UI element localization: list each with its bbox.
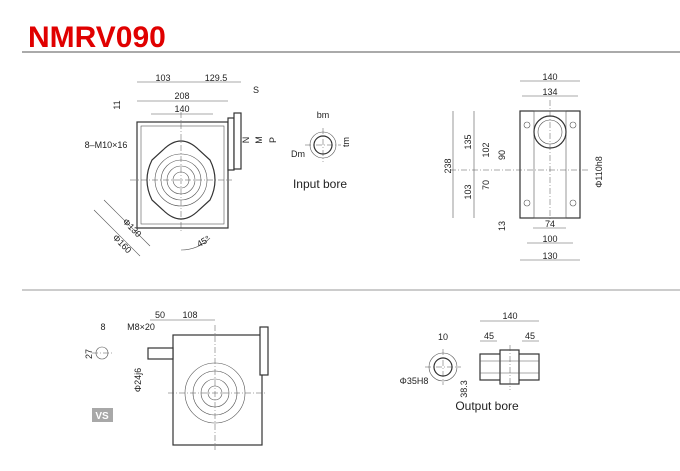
side-dim-100: 100 xyxy=(542,234,557,244)
bore-tm: tm xyxy=(341,137,351,147)
side-dim-134: 134 xyxy=(542,87,557,97)
output-bore-view xyxy=(425,349,461,385)
dim-11: 11 xyxy=(112,100,122,109)
shaft-dim-45-left: 45 xyxy=(484,331,494,341)
output-shaft-view xyxy=(479,320,540,390)
vs-badge xyxy=(92,408,113,422)
vs-dim-27: 27 xyxy=(84,349,94,359)
side-dim-90: 90 xyxy=(497,150,507,160)
vs-view xyxy=(92,319,269,450)
vs-badge-text: VS xyxy=(95,411,109,422)
input-bore-label: Input bore xyxy=(293,177,347,191)
vs-dim-50: 50 xyxy=(155,310,165,320)
side-dim-103: 103 xyxy=(463,184,473,199)
shaft-dim-45-right: 45 xyxy=(525,331,535,341)
dim-208: 208 xyxy=(174,91,189,101)
bore-dm: Dm xyxy=(291,149,305,159)
model-title: NMRV090 xyxy=(28,21,166,54)
dim-phi160: Φ160 xyxy=(111,232,134,255)
side-dim-238: 238 xyxy=(443,158,453,173)
out-dim-10: 10 xyxy=(438,332,448,342)
output-bore-label: Output bore xyxy=(455,399,519,413)
dim-n: N xyxy=(241,137,251,144)
dim-m: M xyxy=(254,136,264,144)
dim-p: P xyxy=(268,137,278,143)
side-dim-phi110: Φ110h8 xyxy=(594,156,604,188)
out-dim-phi35: Φ35H8 xyxy=(400,376,429,386)
dim-140: 140 xyxy=(174,104,189,114)
side-view xyxy=(450,80,590,261)
side-dim-74: 74 xyxy=(545,219,555,229)
holes-label: 8–M10×16 xyxy=(85,140,128,150)
side-dim-135: 135 xyxy=(463,134,473,149)
dim-angle: 45° xyxy=(195,233,212,249)
dim-129-5: 129.5 xyxy=(205,73,228,83)
dim-103: 103 xyxy=(155,73,170,83)
vs-dim-phi24: Φ24j6 xyxy=(133,368,143,392)
vs-dim-8: 8 xyxy=(100,322,105,332)
side-dim-13: 13 xyxy=(497,221,507,231)
dim-s: S xyxy=(253,85,259,95)
bore-bm: bm xyxy=(317,110,330,120)
input-bore-view xyxy=(305,128,341,162)
side-dim-70: 70 xyxy=(481,180,491,190)
vs-dim-108: 108 xyxy=(182,310,197,320)
shaft-dim-140: 140 xyxy=(502,311,517,321)
side-dim-140: 140 xyxy=(542,72,557,82)
side-dim-130: 130 xyxy=(542,251,557,261)
side-dim-102: 102 xyxy=(481,142,491,157)
vs-thread: M8×20 xyxy=(127,322,155,332)
out-dim-38-3: 38.3 xyxy=(459,380,469,398)
front-view xyxy=(93,81,242,257)
